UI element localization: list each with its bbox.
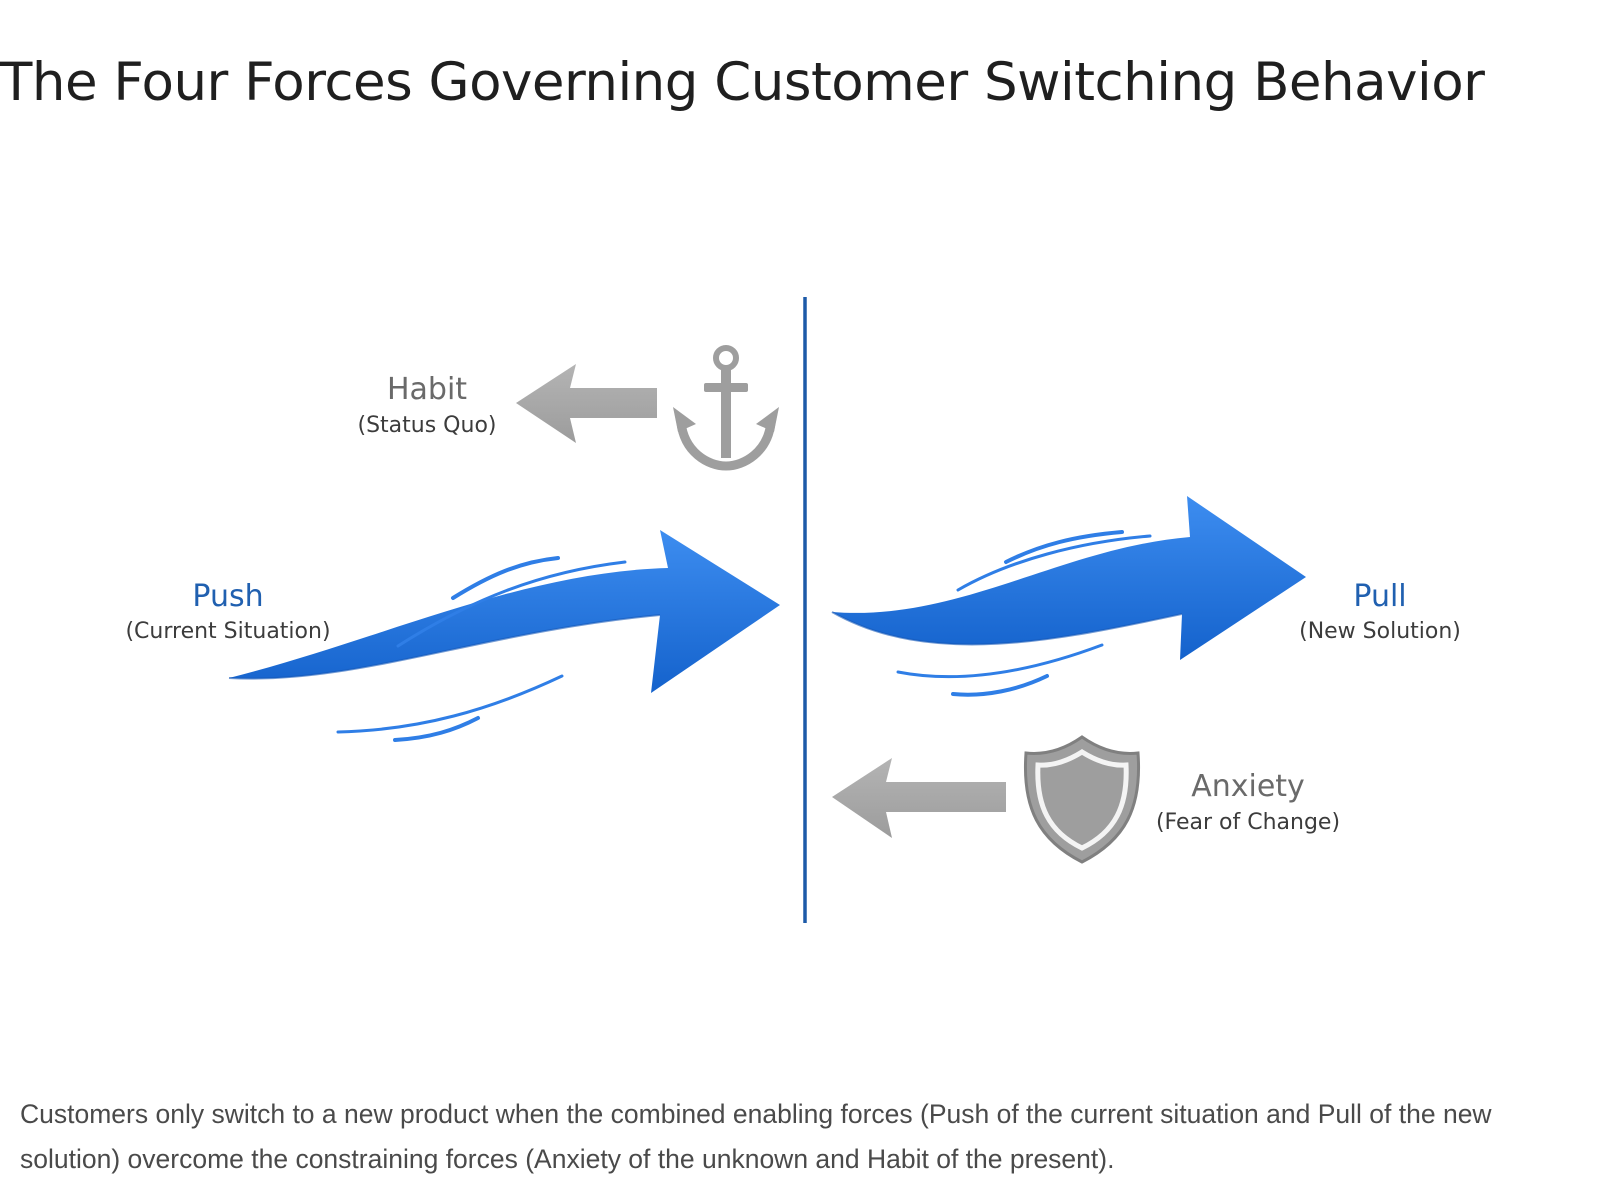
push-motion-line	[451, 556, 560, 600]
anxiety-arrow	[832, 758, 1006, 838]
habit-sublabel: (Status Quo)	[358, 413, 497, 438]
pull-motion-line	[896, 643, 1104, 679]
push-motion-line	[336, 674, 564, 734]
pull-motion-line	[1004, 530, 1124, 564]
push-label: Push	[192, 579, 263, 614]
habit-arrow	[516, 364, 657, 443]
pull-sublabel: (New Solution)	[1299, 619, 1461, 644]
anxiety-sublabel: (Fear of Change)	[1156, 810, 1340, 835]
anxiety-label: Anxiety	[1191, 769, 1305, 804]
push-arrow	[228, 530, 780, 742]
pull-motion-line	[951, 674, 1049, 697]
push-motion-line	[393, 716, 480, 742]
anchor-icon	[673, 345, 779, 471]
habit-label: Habit	[387, 372, 467, 407]
pull-label: Pull	[1353, 579, 1406, 614]
push-motion-line	[396, 560, 627, 648]
push-sublabel: (Current Situation)	[125, 619, 330, 644]
page-title: The Four Forces Governing Customer Switc…	[0, 52, 1485, 113]
diagram-caption: Customers only switch to a new product w…	[20, 1099, 1492, 1174]
pull-motion-line	[956, 534, 1152, 592]
pull-arrow	[831, 496, 1306, 697]
shield-icon	[1023, 735, 1141, 864]
